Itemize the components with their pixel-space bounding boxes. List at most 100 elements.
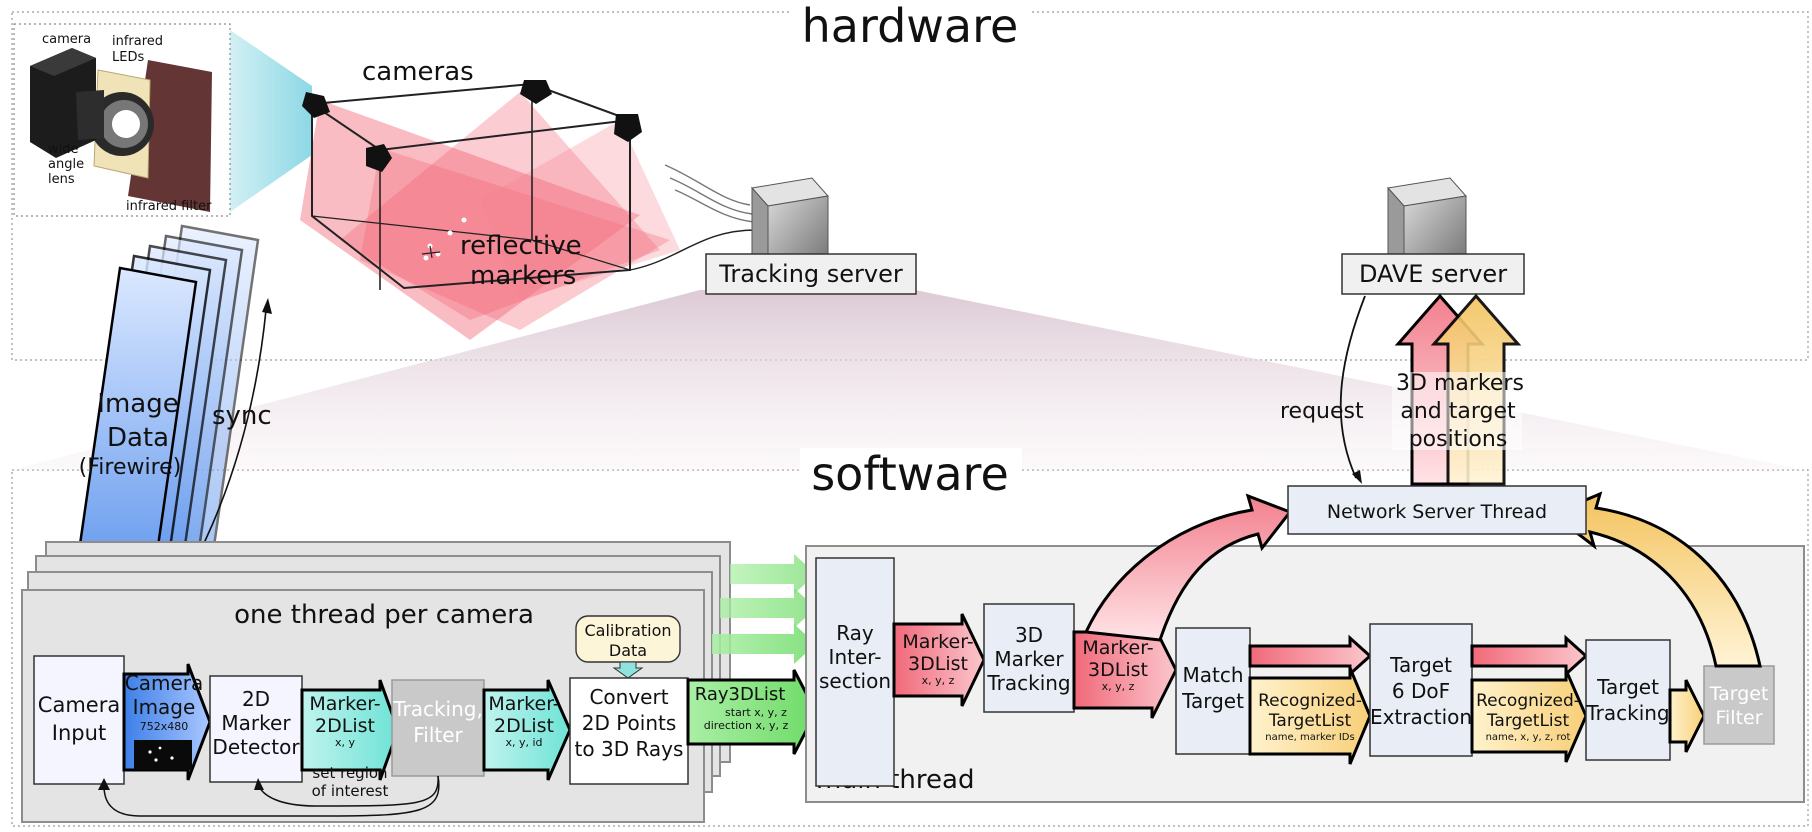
software-title: software <box>811 447 1009 501</box>
inset-infrared-label: infrared <box>112 34 163 49</box>
data-funnel <box>12 290 1805 470</box>
tracking3d-3: Tracking <box>986 671 1070 695</box>
camera-image-thumb <box>134 740 192 770</box>
markers-out-2: and target <box>1400 399 1516 424</box>
request-label: request <box>1280 399 1364 424</box>
reflective-label: reflective <box>460 231 582 261</box>
marker2dlist-a-arrow <box>300 679 400 781</box>
dave-server-label: DAVE server <box>1359 260 1507 288</box>
image-data-2: Data <box>107 423 169 453</box>
rtl-a-2: TargetList <box>1268 711 1352 731</box>
m2d-a-sub: x, y <box>335 736 356 749</box>
camera-feedback-arrow <box>103 775 440 817</box>
tracking-server-label: Tracking server <box>718 260 903 288</box>
ray-3: section <box>819 669 891 693</box>
roi-feedback-arrow <box>257 775 439 807</box>
rtl-a-sub: name, marker IDs <box>1265 732 1354 743</box>
camera-icon <box>520 80 552 104</box>
calibration-1: Calibration <box>584 621 671 640</box>
calibration-2: Data <box>609 641 647 660</box>
rtl-a-1: Recognized- <box>1258 691 1362 711</box>
convert-3: to 3D Rays <box>575 737 684 761</box>
camera-thread-title: one thread per camera <box>234 600 534 630</box>
tracking-server-icon <box>751 177 829 274</box>
camera-icon <box>366 144 392 172</box>
sixdof-box <box>1369 623 1473 757</box>
camera-input-box <box>33 655 125 785</box>
hardware-title: hardware <box>802 0 1019 53</box>
m3d-a-2: 3DList <box>908 653 968 675</box>
software-frame <box>11 469 1809 827</box>
target-tracking-1: Target <box>1596 675 1659 699</box>
rtl-b-arrow <box>1470 669 1588 763</box>
inset-camera-label: camera <box>42 32 91 47</box>
markers-label: markers <box>470 261 576 291</box>
markers-pass-arrow-b <box>1470 634 1589 678</box>
rtl-b-1: Recognized- <box>1476 691 1580 711</box>
m2d-b-1: Marker- <box>488 693 559 715</box>
tracking-filter-2: Filter <box>413 723 463 747</box>
detector-3: Detector <box>212 735 300 759</box>
camera-icon <box>302 92 330 118</box>
convert-1: Convert <box>589 685 668 709</box>
ray3d-sub2: direction x, y, z <box>704 719 789 732</box>
marker2dlist-b-arrow <box>482 679 572 781</box>
markers-out-3: positions <box>1409 427 1508 452</box>
target-tracking-2: Tracking <box>1585 701 1669 725</box>
set-region-1: set region <box>312 764 387 782</box>
sync-label: sync <box>212 401 272 431</box>
request-arrow <box>1339 295 1366 479</box>
marker3dlist-a-arrow <box>892 613 986 707</box>
targets-to-network-arrow <box>1549 491 1762 668</box>
camera-cables <box>629 164 757 271</box>
tracking-filter-1: Tracking, <box>392 697 483 721</box>
tracking-volume: cameras reflective markers <box>300 57 680 340</box>
tracking-filter-box <box>391 679 485 777</box>
match-2: Target <box>1181 689 1244 713</box>
tracking-server-box <box>705 253 917 295</box>
camera-inset: camera infrared LEDs wide angle lens inf… <box>13 23 312 217</box>
markers-to-network-arrow <box>1083 493 1293 642</box>
markers-out-1: 3D markers <box>1396 371 1524 396</box>
inset-leds-label: LEDs <box>112 50 144 65</box>
tracking3d-2: Marker <box>994 647 1064 671</box>
rtl-a-arrow <box>1248 667 1372 765</box>
target-filter-arrow <box>1668 679 1706 753</box>
target-filter-2: Filter <box>1715 707 1762 729</box>
set-region-2: of interest <box>312 782 389 800</box>
m2d-a-1: Marker- <box>309 693 380 715</box>
tracking3d-1: 3D <box>1015 623 1043 647</box>
network-server-box <box>1287 485 1587 535</box>
target-filter-1: Target <box>1709 683 1769 705</box>
target-tracking-box <box>1585 639 1671 761</box>
ray3d-outputs <box>712 554 816 664</box>
inset-wide-label: wide <box>48 142 79 157</box>
m3d-b-sub: x, y, z <box>1102 680 1135 693</box>
sixdof-2: 6 DoF <box>1392 679 1450 703</box>
detector-1: 2D <box>242 687 270 711</box>
camera-input-1: Camera <box>38 693 120 717</box>
ray-1: Ray <box>836 621 874 645</box>
ray-intersection-box <box>815 557 895 787</box>
markers-pass-arrow-a <box>1248 634 1373 678</box>
m2d-b-sub: x, y, id <box>505 736 542 749</box>
m3d-a-1: Marker- <box>902 631 973 653</box>
dave-server-icon <box>1387 177 1467 274</box>
inset-filter-label: infrared filter <box>126 199 212 214</box>
image-data-1: Image <box>97 389 178 419</box>
rtl-b-sub: name, x, y, z, rot <box>1486 732 1571 743</box>
ray-2: Inter- <box>829 645 882 669</box>
camera-image-2: Image <box>133 695 196 719</box>
m3d-b-2: 3DList <box>1088 659 1148 681</box>
inset-lens-label: lens <box>48 172 75 187</box>
camera-icon <box>614 114 642 142</box>
match-1: Match <box>1182 663 1243 687</box>
target-filter-box <box>1703 665 1775 745</box>
calibration-arrow <box>612 661 644 679</box>
detector-2: Marker <box>221 711 291 735</box>
sixdof-1: Target <box>1389 653 1452 677</box>
convert-2: 2D Points <box>582 711 677 735</box>
dave-server-box <box>1341 253 1525 295</box>
m3d-b-1: Marker- <box>1082 637 1153 659</box>
